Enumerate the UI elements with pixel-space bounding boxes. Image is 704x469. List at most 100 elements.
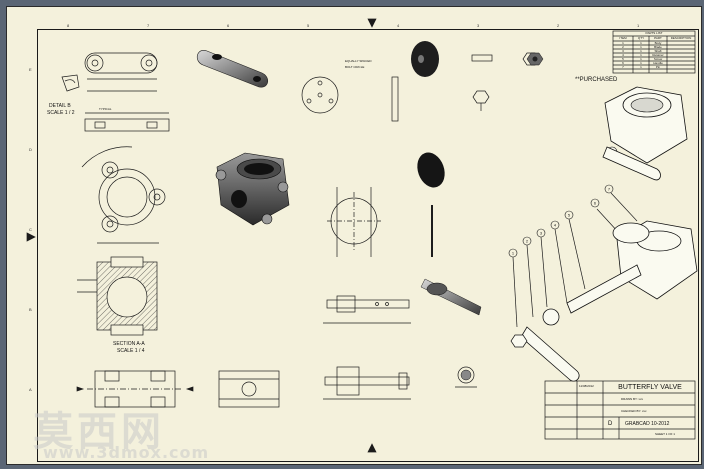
svg-text:7: 7 [608,187,611,192]
parts-list-cell: 5 [622,57,624,61]
retainer-front-view [301,76,399,122]
parts-list-cell: Retainer [652,53,664,57]
zone-label-side: C [29,227,32,232]
detail-b-scale: SCALE 1 / 2 [47,110,75,116]
zone-label-top: 2 [557,23,560,28]
title-block-checked-by: CHECKED BY: xxx [621,409,647,413]
balloon: 2 [522,236,532,246]
svg-text:1: 1 [512,251,515,256]
parts-list-row: 1 1 Body [613,41,695,45]
section-aa-label: SECTION A-A [113,341,145,347]
parts-list-cell: 2 [622,45,624,49]
svg-text:6: 6 [594,201,597,206]
shaft-iso [420,278,482,316]
nut-iso [526,52,544,66]
zone-label-side: B [29,307,32,312]
balloon: 4 [550,220,560,230]
watermark-url: www.3dmox.com [43,443,210,462]
balloon: 7 [604,184,614,194]
title-block-grid [544,380,696,440]
blade-iso [417,152,445,188]
parts-list-title: PARTS LIST [645,31,663,35]
parts-list-header: ITEM QTY PART DESCRIPTION [619,36,692,40]
pin-iso [460,369,472,381]
drawing-border [37,29,699,462]
zone-label-top: 5 [307,23,310,28]
parts-list-row: 6 1 Handle [613,61,695,65]
watermark-chars: 莫西网 [33,409,165,455]
title-block-date: 11/08/2012 [579,384,594,388]
title-block-sheet: SHEET 1 OF 1 [655,432,675,436]
exploded-assembly [510,220,698,382]
parts-list-cell: 4 [622,53,624,57]
purchased-note: **PURCHASED [575,77,618,83]
parts-list-cell: 1 [640,57,642,61]
balloon: 3 [536,228,546,238]
balloon: 5 [564,210,574,220]
equally-spaced-note: EQUALLY SPACED [345,59,372,63]
parts-list-cell: 1 [640,45,642,49]
svg-text:2: 2 [526,239,529,244]
body-iso [215,152,290,226]
handle-side-view [84,112,170,132]
detail-b-label: DETAIL B [49,103,71,109]
body-side-view [218,370,280,408]
assembly-iso [602,86,688,181]
title-block-drawn-by: DRAWN BY: xxx [621,397,644,401]
body-front-view [76,370,194,408]
parts-list-cell: 1 [640,49,642,53]
drawing-sheet: 8 7 6 5 4 3 2 1 E D C B A [6,6,702,465]
parts-list-row: 2 1 Blade [613,45,695,49]
parts-list-cell: 1 [640,41,642,45]
svg-text:4: 4 [554,223,557,228]
handle-iso [196,49,268,88]
section-a-a-view [77,256,158,336]
blade-front-view [327,187,381,257]
parts-list-cell: Body [654,41,662,45]
balloon: 1 [508,248,518,258]
parts-list-row: 4 1 Retainer [613,53,695,57]
body-top-view [81,146,166,244]
svg-text:3: 3 [540,231,543,236]
zone-label-side: D [29,147,32,152]
bolt-circle-note: BOLT CIRCLE [345,65,365,69]
drawing-canvas [26,18,698,453]
zone-label-side: E [29,67,32,72]
svg-text:5: 5 [568,213,571,218]
zone-label-top: 8 [67,23,70,28]
balloon: 6 [590,198,600,208]
parts-list-cell: 1 [640,65,642,69]
parts-list-grid [612,30,696,74]
shaft-front-view [323,295,411,324]
zone-label-top: 4 [397,23,400,28]
parts-list-cell: 1 [622,41,624,45]
parts-list-cell: 1 [640,53,642,57]
section-aa-scale: SCALE 1 / 4 [117,348,145,354]
zone-label-top: 1 [637,23,640,28]
zone-label-side: A [29,387,32,392]
parts-list-cell: Handle [653,61,663,65]
exploded-leaders [512,192,638,328]
parts-list-cell: 7 [622,65,624,69]
parts-list-cell [667,65,695,69]
parts-list-row: 7 1 Pin [613,65,695,69]
balloons-layer: 1 2 3 4 5 6 7 [508,184,614,258]
parts-list-cell: Shaft [654,49,662,53]
zone-label-top: 7 [147,23,150,28]
detail-b-view [61,74,80,92]
typical-note: TYPICAL [99,107,112,111]
handle-top-view [84,52,158,92]
title-block-source: GRABCAD 10-2012 [625,421,670,427]
zone-label-top: 3 [477,23,480,28]
parts-list-cell: Blade [654,45,662,49]
retainer-iso [411,41,439,77]
shaft-side-view [323,366,411,400]
parts-list-cell: 1 [640,61,642,65]
parts-list-cell: 6 [622,61,624,65]
drawing-title: BUTTERFLY VALVE [618,384,682,391]
parts-list-cell: Pin [655,65,661,69]
